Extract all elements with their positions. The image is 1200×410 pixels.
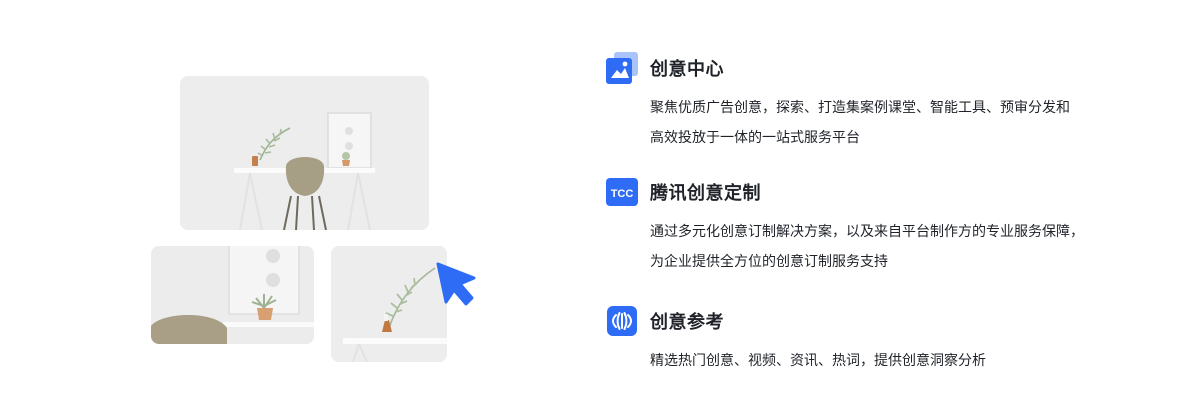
tcc-badge-label: TCC — [611, 188, 634, 200]
feature-header: TCC 腾讯创意定制 — [606, 176, 1166, 208]
feature-description-line: 聚焦优质广告创意，探索、打造集案例课堂、智能工具、预审分发和 — [650, 100, 1070, 116]
sound-wave-icon — [606, 305, 638, 337]
pointer-cursor-icon — [432, 260, 480, 308]
creative-center-image-icon — [606, 52, 638, 84]
feature-header: 创意中心 — [606, 52, 1166, 84]
feature-description: 精选热门创意、视频、资讯、热词，提供创意洞察分析 — [650, 346, 1166, 376]
feature-title: 腾讯创意定制 — [650, 183, 761, 204]
illustration-vase-photo — [331, 246, 447, 362]
feature-description-line: 精选热门创意、视频、资讯、热词，提供创意洞察分析 — [650, 353, 986, 369]
tcc-badge-icon: TCC — [606, 176, 638, 208]
feature-header: 创意参考 — [606, 305, 1166, 337]
feature-tencent-custom: TCC 腾讯创意定制 通过多元化创意订制解决方案，以及来自平台制作方的专业服务保… — [606, 176, 1166, 277]
feature-title: 创意参考 — [650, 312, 724, 333]
feature-creative-reference: 创意参考 精选热门创意、视频、资讯、热词，提供创意洞察分析 — [606, 305, 1166, 376]
feature-title: 创意中心 — [650, 59, 724, 80]
feature-description-line: 为企业提供全方位的创意订制服务支持 — [650, 254, 888, 270]
feature-description-line: 高效投放于一体的一站式服务平台 — [650, 130, 860, 146]
feature-description-line: 通过多元化创意订制解决方案，以及来自平台制作方的专业服务保障， — [650, 224, 1084, 240]
feature-description: 聚焦优质广告创意，探索、打造集案例课堂、智能工具、预审分发和 高效投放于一体的一… — [650, 93, 1166, 153]
illustration-chair-photo — [151, 246, 314, 344]
feature-description: 通过多元化创意订制解决方案，以及来自平台制作方的专业服务保障， 为企业提供全方位… — [650, 217, 1166, 277]
illustration-desk-photo — [180, 76, 429, 230]
feature-creative-center: 创意中心 聚焦优质广告创意，探索、打造集案例课堂、智能工具、预审分发和 高效投放… — [606, 52, 1166, 153]
